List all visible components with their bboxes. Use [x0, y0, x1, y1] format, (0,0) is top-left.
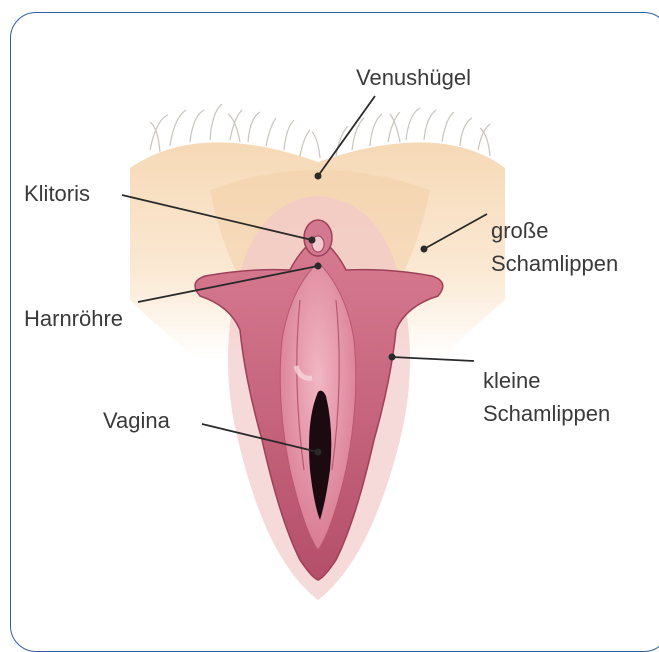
label-kleine: kleine: [483, 367, 540, 395]
label-vagina: Vagina: [103, 407, 170, 435]
label-schamlippen-gross: Schamlippen: [491, 250, 618, 278]
clitoris-shape: [304, 220, 332, 256]
label-schamlippen-klein: Schamlippen: [483, 400, 610, 428]
label-venushuegel: Venushügel: [356, 64, 471, 92]
label-harnroehre: Harnröhre: [24, 305, 123, 333]
label-klitoris: Klitoris: [24, 180, 90, 208]
label-grosse: große: [491, 217, 548, 245]
